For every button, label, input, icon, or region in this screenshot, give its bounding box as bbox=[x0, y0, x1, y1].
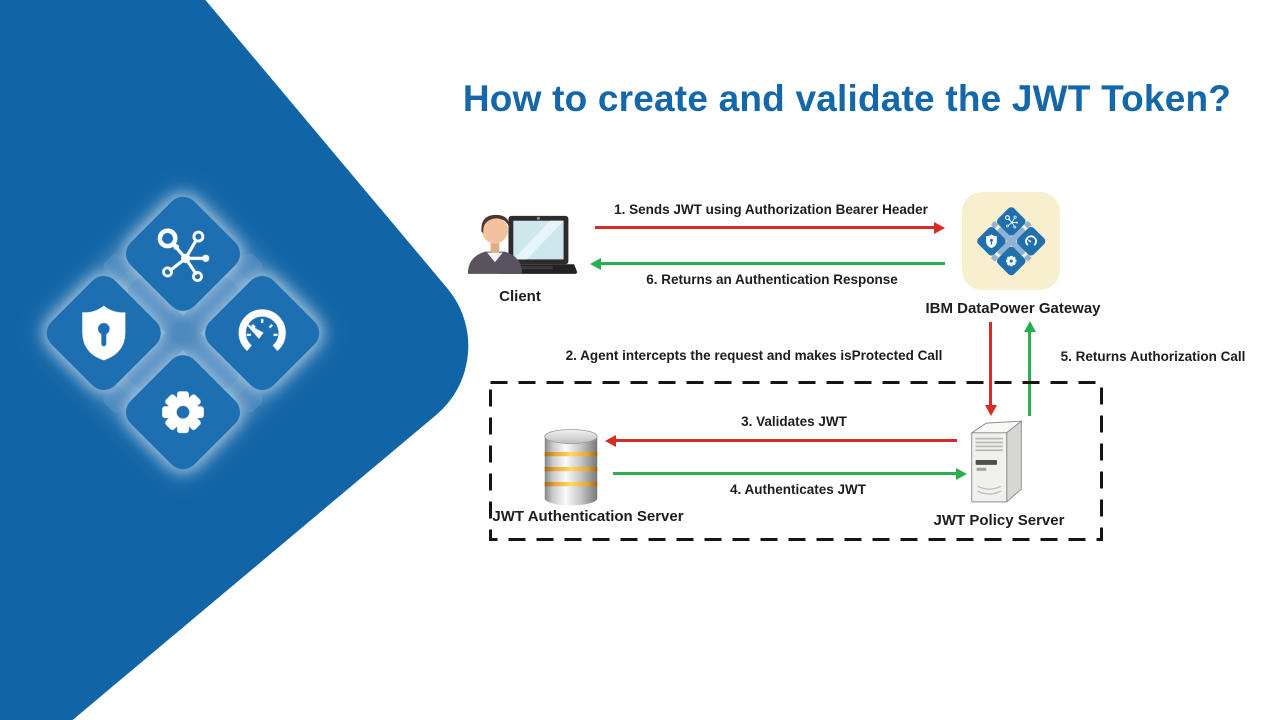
gear-icon bbox=[1006, 255, 1017, 267]
policy-zone-boundary bbox=[489, 381, 1103, 541]
database-stack-icon bbox=[544, 429, 598, 506]
page-title: How to create and validate the JWT Token… bbox=[462, 78, 1232, 119]
flow5-arrow bbox=[1028, 331, 1031, 416]
gauge-icon bbox=[1025, 235, 1037, 246]
diamond-tile-gauge bbox=[198, 269, 326, 397]
gear-icon bbox=[162, 391, 204, 434]
diamond-tile-gear bbox=[119, 348, 247, 476]
diamond-tile-gear bbox=[995, 245, 1028, 277]
flow1-label: 1. Sends JWT using Authorization Bearer … bbox=[614, 202, 928, 217]
flow2-arrow bbox=[989, 322, 992, 406]
flow5-label: 5. Returns Authorization Call bbox=[1060, 349, 1246, 364]
flow6-label: 6. Returns an Authentication Response bbox=[646, 272, 898, 287]
shield-lock-icon bbox=[82, 305, 126, 361]
auth-server-label: JWT Authentication Server bbox=[492, 508, 684, 525]
diamond-tile-shield bbox=[40, 269, 168, 397]
policy-server-label: JWT Policy Server bbox=[933, 512, 1065, 529]
gauge-icon bbox=[238, 309, 286, 352]
network-icon bbox=[1004, 215, 1018, 229]
diamond-tile-network bbox=[119, 190, 247, 318]
client-label: Client bbox=[499, 288, 541, 305]
network-icon bbox=[157, 228, 210, 282]
diamond-tile-gauge bbox=[1015, 225, 1047, 258]
flow1-arrow bbox=[595, 226, 935, 229]
flow4-arrow bbox=[613, 472, 957, 475]
diamond-tile-shield bbox=[975, 225, 1008, 258]
flow6-arrow bbox=[600, 262, 945, 265]
brand-icon-cluster bbox=[40, 190, 326, 476]
person-at-laptop-icon bbox=[467, 214, 578, 274]
flow3-label: 3. Validates JWT bbox=[741, 414, 847, 429]
gateway-label: IBM DataPower Gateway bbox=[925, 300, 1101, 317]
shield-lock-icon bbox=[986, 234, 997, 249]
flow2-label: 2. Agent intercepts the request and make… bbox=[565, 348, 943, 363]
flow4-label: 4. Authenticates JWT bbox=[729, 482, 867, 497]
tower-server-icon bbox=[970, 420, 1023, 503]
flow3-arrow bbox=[615, 439, 957, 442]
diamond-tile-network bbox=[995, 205, 1028, 238]
